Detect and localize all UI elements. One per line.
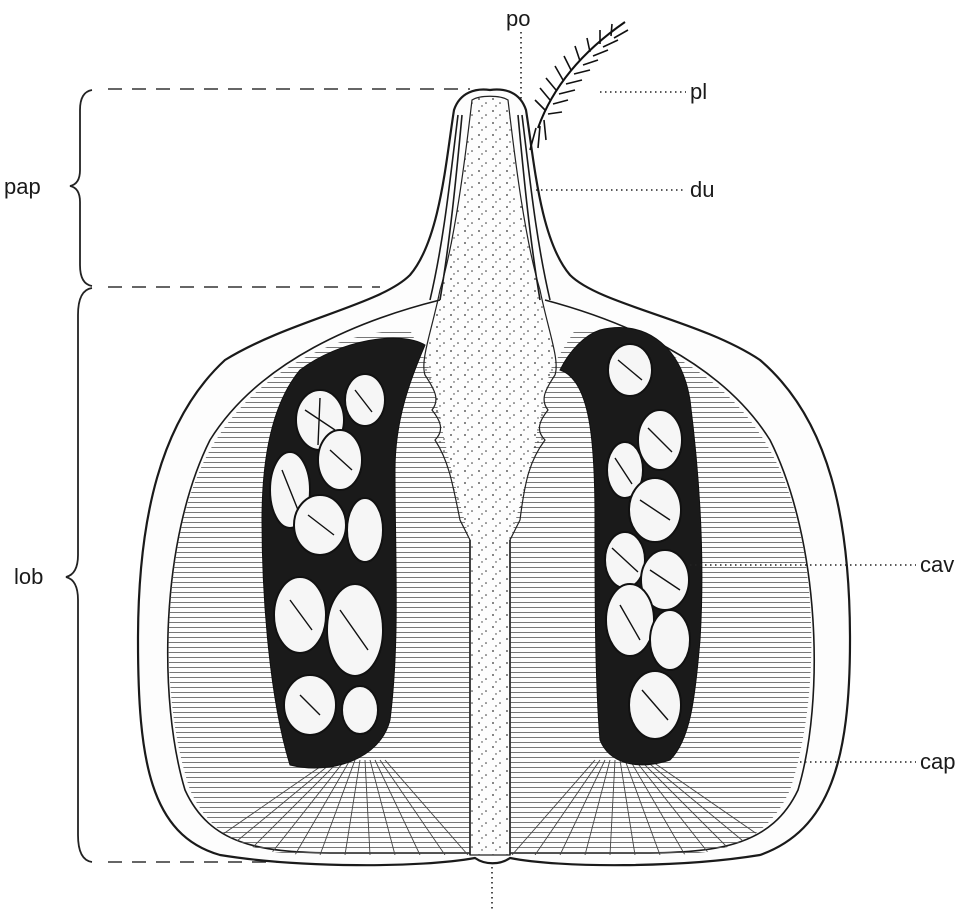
lob-brace xyxy=(66,288,92,862)
label-cap: cap xyxy=(920,749,955,774)
label-pl: pl xyxy=(690,79,707,104)
label-pap: pap xyxy=(4,174,41,199)
plume-structure xyxy=(530,22,628,150)
label-du: du xyxy=(690,177,714,202)
pap-brace xyxy=(70,90,92,286)
label-cav: cav xyxy=(920,552,954,577)
label-lob: lob xyxy=(14,564,43,589)
label-po: po xyxy=(506,6,530,31)
